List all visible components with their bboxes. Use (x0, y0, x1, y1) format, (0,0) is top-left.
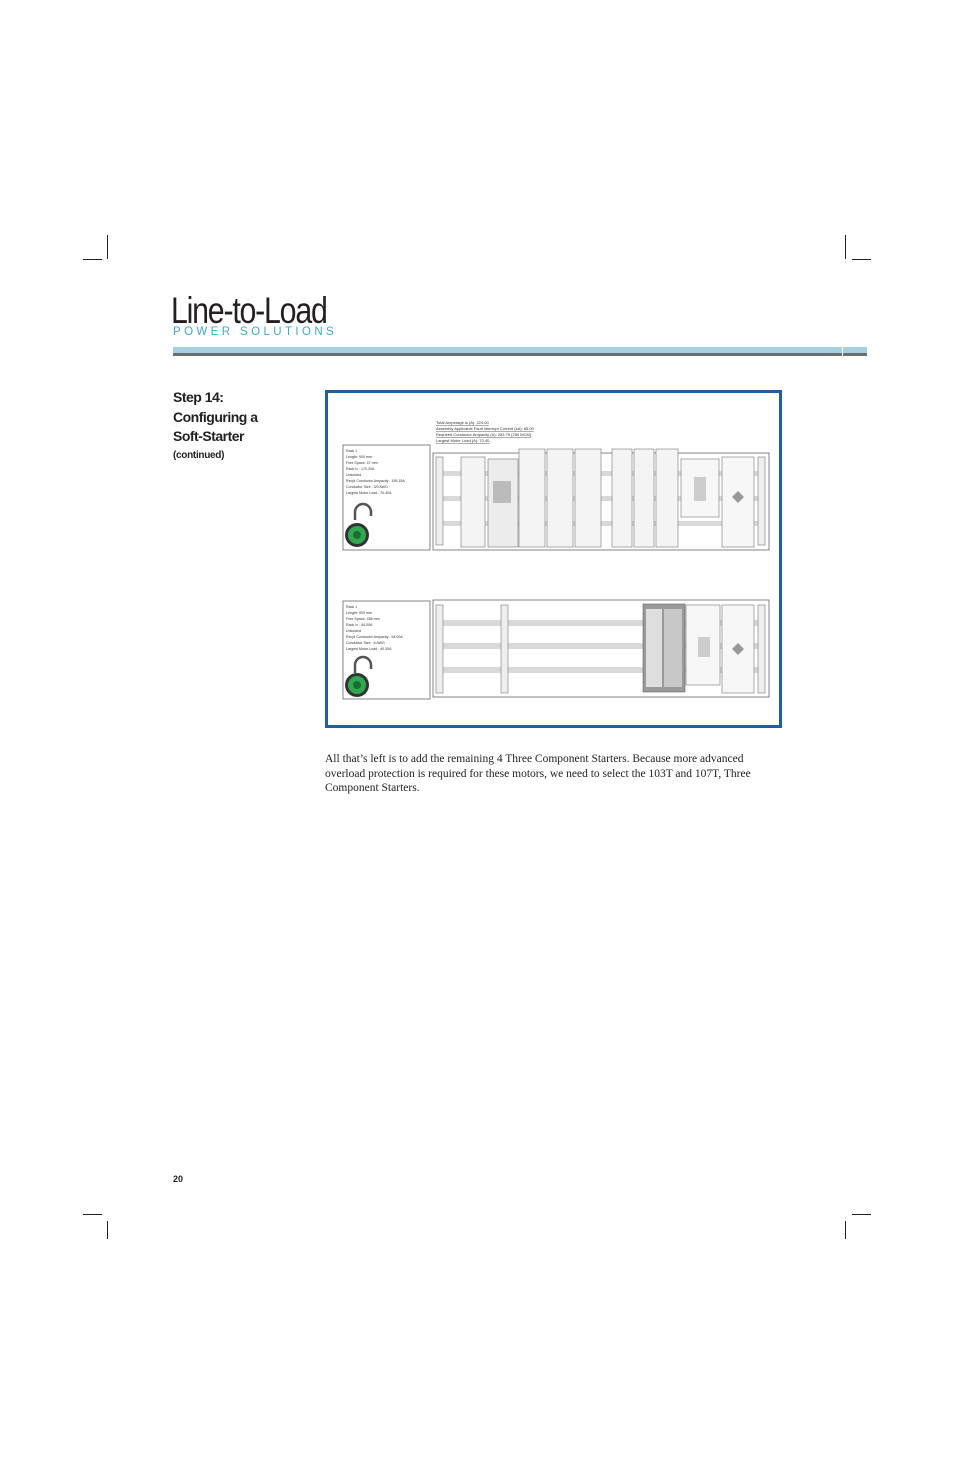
step-note: (continued) (173, 450, 225, 461)
body-paragraph: All that’s left is to add the remaining … (325, 753, 751, 795)
crop-mark-top-right-v (845, 235, 846, 259)
rack-bottom-line: Rack Ix : 54.00A (346, 623, 373, 627)
rack-bottom-line: Unlocked (346, 629, 361, 633)
summary-line: Total Amperage is (A): 224.00 (436, 420, 489, 425)
rack-top-line: Rack 1 (346, 449, 357, 453)
rack-bottom-line: Rack 1 (346, 605, 357, 609)
step-title-line: Step 14: (173, 389, 224, 405)
page-number: 20 (173, 1174, 184, 1184)
step-title-line: Soft-Starter (173, 428, 245, 444)
crop-mark-top-left-v (107, 235, 108, 259)
rack-top-line: Unlocked (346, 473, 361, 477)
step-title: Step 14: Configuring a Soft-Starter (173, 388, 303, 447)
summary-line: Required Conductor Ampacity (A): 283.75 … (436, 432, 532, 437)
step-title-line: Configuring a (173, 408, 258, 425)
padlock-icon (345, 655, 373, 697)
rack-top-line: Conductor Size : 3/0 AWG (346, 485, 388, 489)
rack-bottom-line: Free Space: 456 mm (346, 617, 380, 621)
crop-mark-bottom-left-v (107, 1221, 108, 1239)
crop-mark-bottom-left-h (83, 1214, 102, 1215)
rack-configurator-illustration: Total Amperage is (A): 224.00 Assembly A… (342, 420, 770, 700)
crop-mark-bottom-right-v (845, 1221, 846, 1239)
summary-line: Largest Motor Load (A): 70.40 (436, 438, 490, 443)
header-rule (173, 347, 867, 356)
rack-top-line: Req'd Conductor Ampacity : 195.15A (346, 479, 405, 483)
rack-bottom-line: Req'd Conductor Ampacity : 54.00A (346, 635, 403, 639)
rack-configurator-figure: Total Amperage is (A): 224.00 Assembly A… (325, 390, 782, 728)
rack-bottom-panel (432, 599, 770, 698)
rack-bottom-line: Conductor Size : 6 AWG (346, 641, 385, 645)
rack-top-line: Rack Ix : 170.30A (346, 467, 375, 471)
summary-line: Assembly Applicable Fault Interrupt Curr… (436, 426, 535, 431)
crop-mark-top-left-h (83, 259, 102, 260)
rack-top-panel (432, 448, 770, 551)
crop-mark-top-right-h (852, 259, 871, 260)
padlock-icon (345, 502, 373, 547)
rack-top-line: Length: 900 mm (346, 455, 372, 459)
rack-bottom-line: Length: 900 mm (346, 611, 372, 615)
crop-mark-bottom-right-h (852, 1214, 871, 1215)
brand-subtitle: POWER SOLUTIONS (173, 326, 338, 338)
rack-top-line: Largest Motor Load : 70.40A (346, 491, 392, 495)
rack-top-line: Free Space: 47 mm (346, 461, 378, 465)
brand-title: Line-to-Load (171, 290, 328, 331)
rack-bottom-line: Largest Motor Load : 40.30A (346, 647, 392, 651)
